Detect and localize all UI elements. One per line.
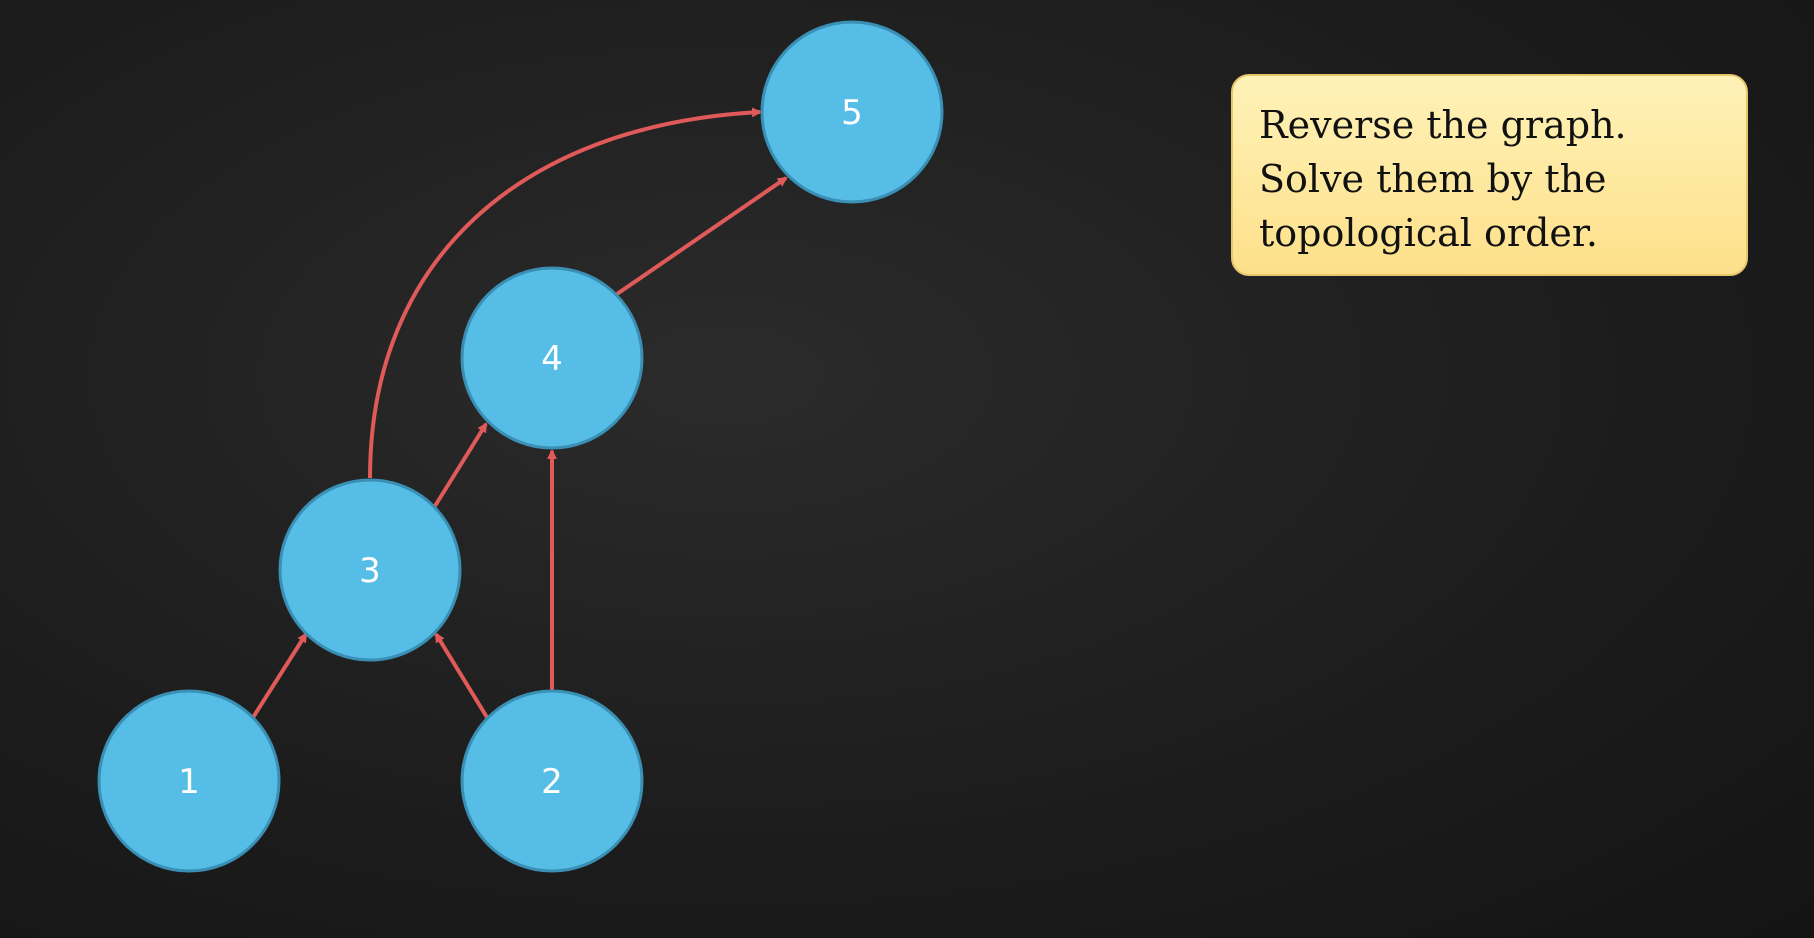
- node-5-circle: [760, 20, 944, 204]
- node-4-circle: [460, 266, 644, 450]
- node-2-label: 2: [541, 762, 563, 802]
- node-3: 3: [278, 478, 462, 662]
- node-4-label: 4: [541, 339, 563, 379]
- node-4: 4: [460, 266, 644, 450]
- instruction-callout: Reverse the graph. Solve them by the top…: [1231, 74, 1748, 276]
- node-1: 1: [97, 689, 281, 873]
- node-3-circle: [278, 478, 462, 662]
- edge-3-to-4: [433, 422, 488, 508]
- node-1-label: 1: [178, 762, 200, 802]
- node-2: 2: [460, 689, 644, 873]
- callout-line-2: Solve them by the: [1259, 157, 1607, 201]
- callout-line-1: Reverse the graph.: [1259, 103, 1627, 147]
- node-5: 5: [760, 20, 944, 204]
- edge-1-to-3: [250, 632, 308, 721]
- node-2-circle: [460, 689, 644, 873]
- edge-4-to-5: [615, 176, 788, 296]
- edge-3-to-5: [368, 107, 762, 479]
- node-5-label: 5: [841, 93, 863, 133]
- callout-line-3: topological order.: [1259, 211, 1598, 255]
- node-1-circle: [97, 689, 281, 873]
- node-3-label: 3: [359, 551, 381, 591]
- edge-2-to-3: [434, 632, 490, 721]
